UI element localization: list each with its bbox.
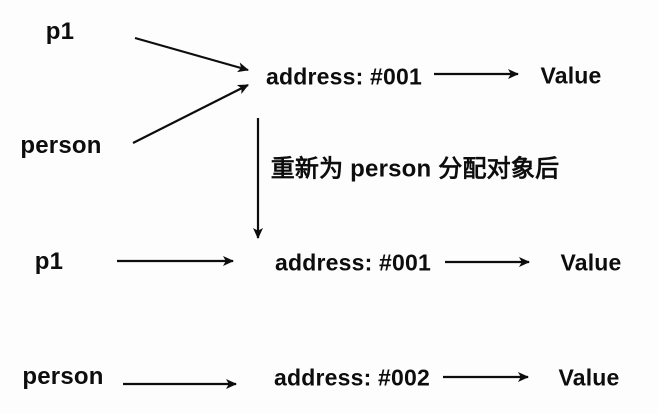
variable-label-person-after: person — [22, 363, 104, 390]
value-label-p1-after: Value — [560, 249, 622, 276]
address-001-label-after: address: #001 — [274, 249, 432, 276]
address-002-label-after: address: #002 — [273, 364, 431, 391]
value-label-before: Value — [540, 62, 602, 89]
address-001-label-before: address: #001 — [265, 63, 423, 90]
variable-label-person-before: person — [20, 132, 102, 159]
variable-label-p1-after: p1 — [34, 248, 64, 275]
arrow-p1-to-address001-before — [134, 36, 249, 73]
variable-label-p1-before: p1 — [45, 18, 75, 45]
transition-caption: 重新为 person 分配对象后 — [270, 155, 560, 183]
value-label-person-after: Value — [558, 364, 620, 391]
arrow-person-to-address001-before — [132, 84, 249, 144]
